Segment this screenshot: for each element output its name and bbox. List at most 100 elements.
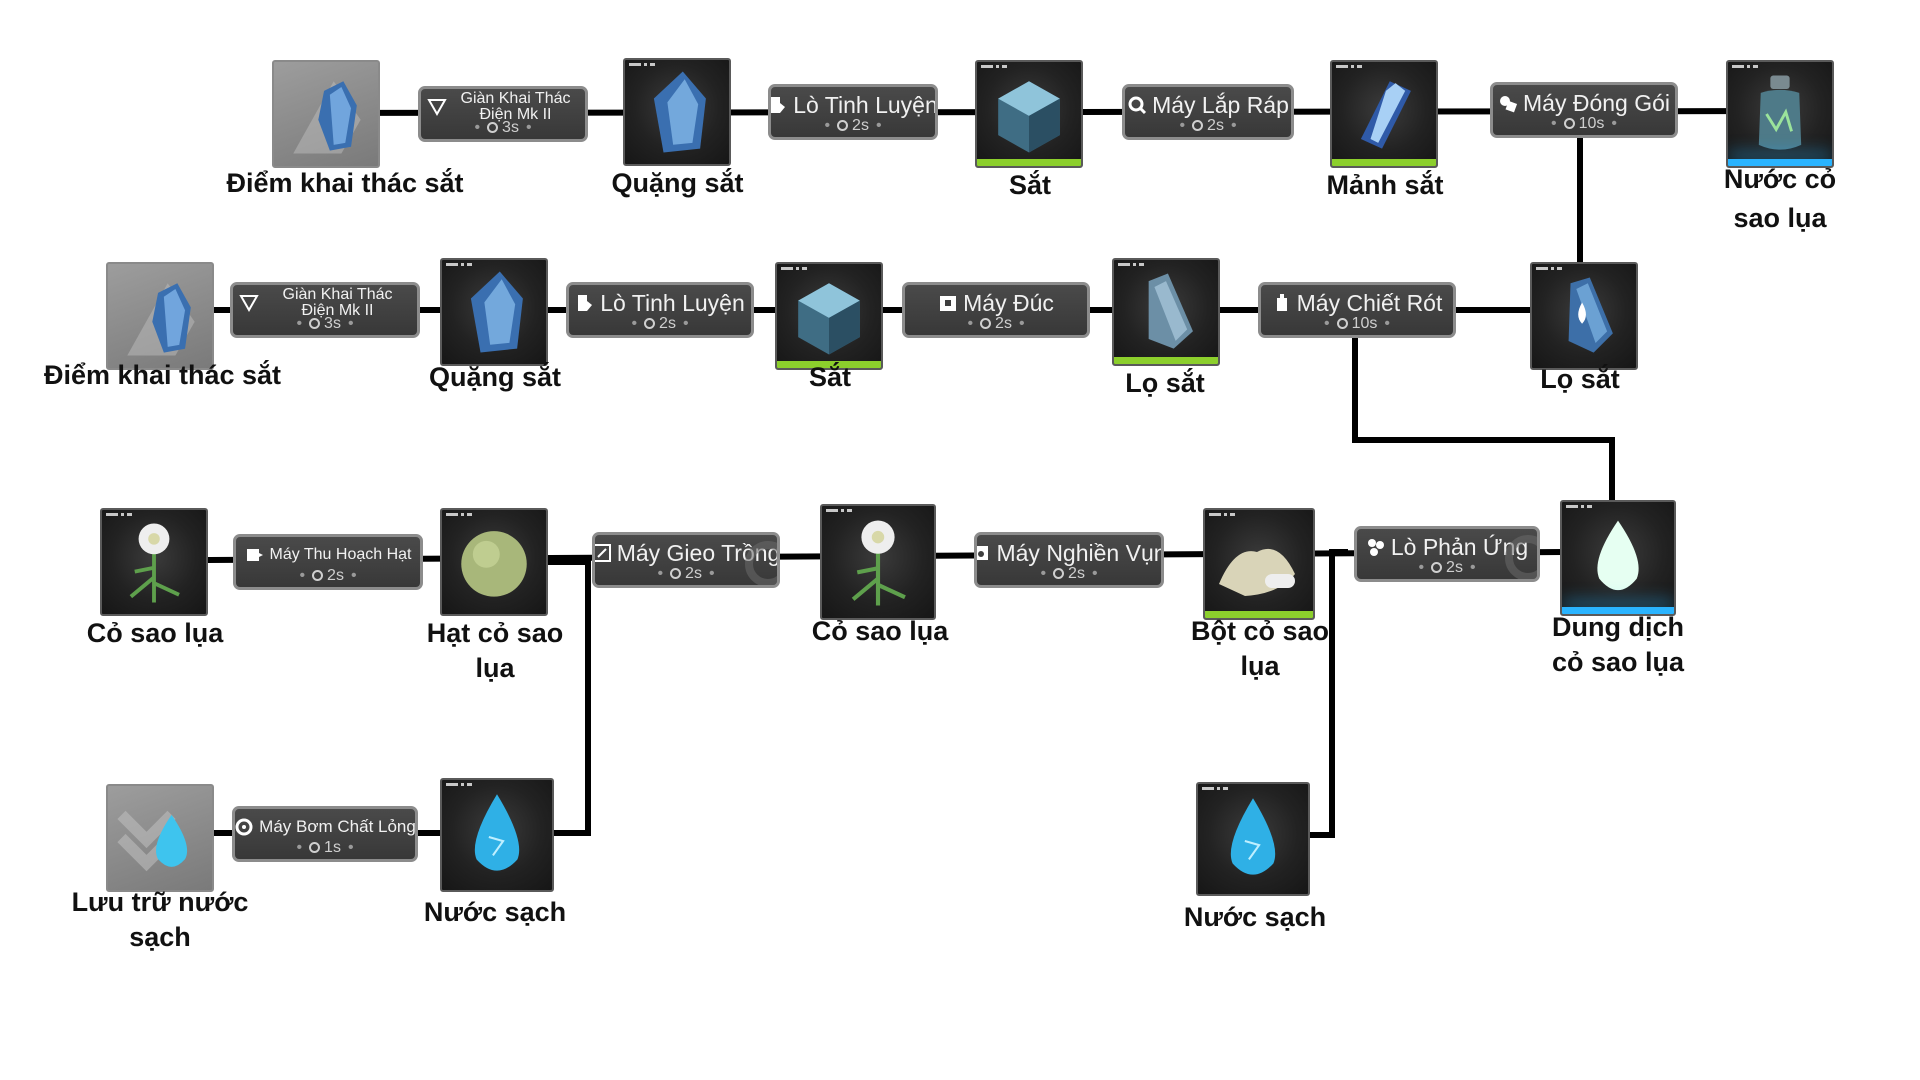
silk-seed-node[interactable]: [440, 508, 548, 616]
assembler-machine[interactable]: Máy Lắp Ráp •2s•: [1122, 84, 1294, 140]
item-label: Bột cỏ sao lụa: [1190, 616, 1330, 681]
drill-icon: [427, 99, 447, 117]
time-part: 3s: [502, 119, 519, 136]
refinery-machine[interactable]: Lò Tinh Luyện •2s•: [566, 282, 754, 338]
assembler-icon: [1128, 96, 1147, 115]
item-dots: [446, 513, 472, 516]
bottle-icon: [1148, 273, 1193, 349]
time-part: 3s: [324, 315, 341, 332]
machine-name: Máy Thu Hoạch Hạt: [269, 546, 412, 563]
item-label: Cỏ sao lụa: [86, 618, 224, 648]
item-label: Dung dịch cỏ sao lụa: [1551, 612, 1685, 677]
refinery-machine[interactable]: Lò Tinh Luyện •2s•: [768, 84, 938, 140]
machine-time: •2s•: [771, 117, 935, 135]
time-part: 2s: [685, 565, 702, 582]
iron-cube-icon: [998, 81, 1060, 153]
item-dots: [446, 263, 472, 266]
time-part: 2s: [1446, 559, 1463, 576]
refinery-icon: [771, 97, 786, 113]
silk-grass-node[interactable]: [100, 508, 208, 616]
pump-machine[interactable]: Máy Bơm Chất Lỏng •1s•: [232, 806, 418, 862]
dot: •: [1469, 559, 1476, 576]
iron-bottle-node[interactable]: [1112, 258, 1220, 366]
dot: •: [525, 119, 532, 136]
machine-time: •2s•: [977, 565, 1161, 583]
machine-time: •2s•: [1125, 117, 1291, 135]
machine-name: Máy Bơm Chất Lỏng: [259, 817, 416, 836]
water-drop-icon: [117, 810, 188, 872]
iron-part-node[interactable]: [1330, 60, 1438, 168]
dot: •: [682, 315, 689, 332]
iron-bottle-node[interactable]: [1530, 262, 1638, 370]
item-label: Cỏ sao lụa: [811, 616, 949, 646]
time-part: 10s: [1351, 315, 1378, 332]
seed-icon: [461, 531, 527, 597]
item-label: Lọ sắt: [1540, 364, 1620, 394]
time-part: 2s: [995, 315, 1012, 332]
item-label: Nước sạch: [423, 897, 567, 927]
water-storage-node[interactable]: [106, 784, 214, 892]
clock-icon: [487, 122, 499, 133]
iron-ore-node[interactable]: [623, 58, 731, 166]
item-label: Quặng sắt: [428, 362, 562, 392]
clock-icon: [644, 318, 656, 329]
machine-name: Máy Chiết Rót: [1296, 289, 1443, 316]
iron-mine-node[interactable]: [106, 262, 214, 370]
machine-time: •10s•: [1493, 115, 1675, 133]
item-label: Quặng sắt: [611, 168, 744, 198]
dot: •: [824, 117, 831, 134]
clock-icon: [309, 318, 321, 329]
drill-machine[interactable]: Giàn Khai Thác Điện Mk II •3s•: [418, 86, 588, 142]
dot: •: [350, 567, 357, 584]
iron-ore-icon: [653, 71, 706, 153]
silk-powder-node[interactable]: [1203, 508, 1315, 620]
machine-time: •3s•: [233, 315, 417, 333]
item-dots: [1118, 263, 1144, 266]
clock-icon: [1336, 318, 1348, 329]
silk-grass-node[interactable]: [820, 504, 936, 620]
machine-name: Máy Đóng Gói: [1523, 89, 1671, 116]
clean-water-node[interactable]: [440, 778, 554, 892]
planter-machine[interactable]: Máy Gieo Trồng •2s•: [592, 532, 780, 588]
dot: •: [1323, 315, 1330, 332]
item-dots: [826, 509, 852, 512]
bottle-icon: [1758, 75, 1802, 150]
reactor-machine[interactable]: Lò Phản Ứng •2s•: [1354, 526, 1540, 582]
item-label: Mảnh sắt: [1326, 170, 1444, 200]
iron-mine-node[interactable]: [272, 60, 380, 168]
clean-water-node[interactable]: [1196, 782, 1310, 896]
flower-icon: [129, 523, 180, 603]
iron-node[interactable]: [775, 262, 883, 370]
droplet-icon: [1597, 520, 1639, 591]
time-part: 2s: [1068, 565, 1085, 582]
machine-name: Lò Tinh Luyện: [793, 91, 938, 118]
silk-water-node[interactable]: [1726, 60, 1834, 168]
machine-time: • 2s •: [595, 565, 777, 583]
machine-name: Máy Lắp Ráp: [1152, 91, 1289, 118]
dot: •: [657, 565, 664, 582]
caster-machine[interactable]: Máy Đúc •2s•: [902, 282, 1090, 338]
tier-bar: [1205, 611, 1313, 618]
item-label: Lọ sắt: [1125, 368, 1205, 398]
silk-solution-node[interactable]: [1560, 500, 1676, 616]
filler-machine[interactable]: Máy Chiết Rót • 10s •: [1258, 282, 1456, 338]
iron-node[interactable]: [975, 60, 1083, 168]
tier-bar: [1332, 159, 1436, 166]
machine-name: Máy Đúc: [963, 289, 1054, 316]
clock-icon: [980, 318, 992, 329]
dot: •: [347, 839, 354, 856]
grinder-machine[interactable]: Máy Nghiền Vụn •2s•: [974, 532, 1164, 588]
iron-ore-node[interactable]: [440, 258, 548, 366]
dot: •: [1550, 115, 1557, 132]
item-label: Nước sạch: [1183, 902, 1327, 932]
dot: •: [708, 565, 715, 582]
machine-time: •2s•: [569, 315, 751, 333]
time-part: 2s: [852, 117, 869, 134]
dot: •: [1091, 565, 1098, 582]
dot: •: [1384, 315, 1390, 332]
drill-machine[interactable]: Giàn Khai Thác Điện Mk II •3s•: [230, 282, 420, 338]
packer-machine[interactable]: Máy Đóng Gói •10s•: [1490, 82, 1678, 138]
harvester-machine[interactable]: Máy Thu Hoạch Hạt •2s•: [233, 534, 423, 590]
item-dots: [1536, 267, 1562, 270]
clock-icon: [837, 120, 849, 131]
